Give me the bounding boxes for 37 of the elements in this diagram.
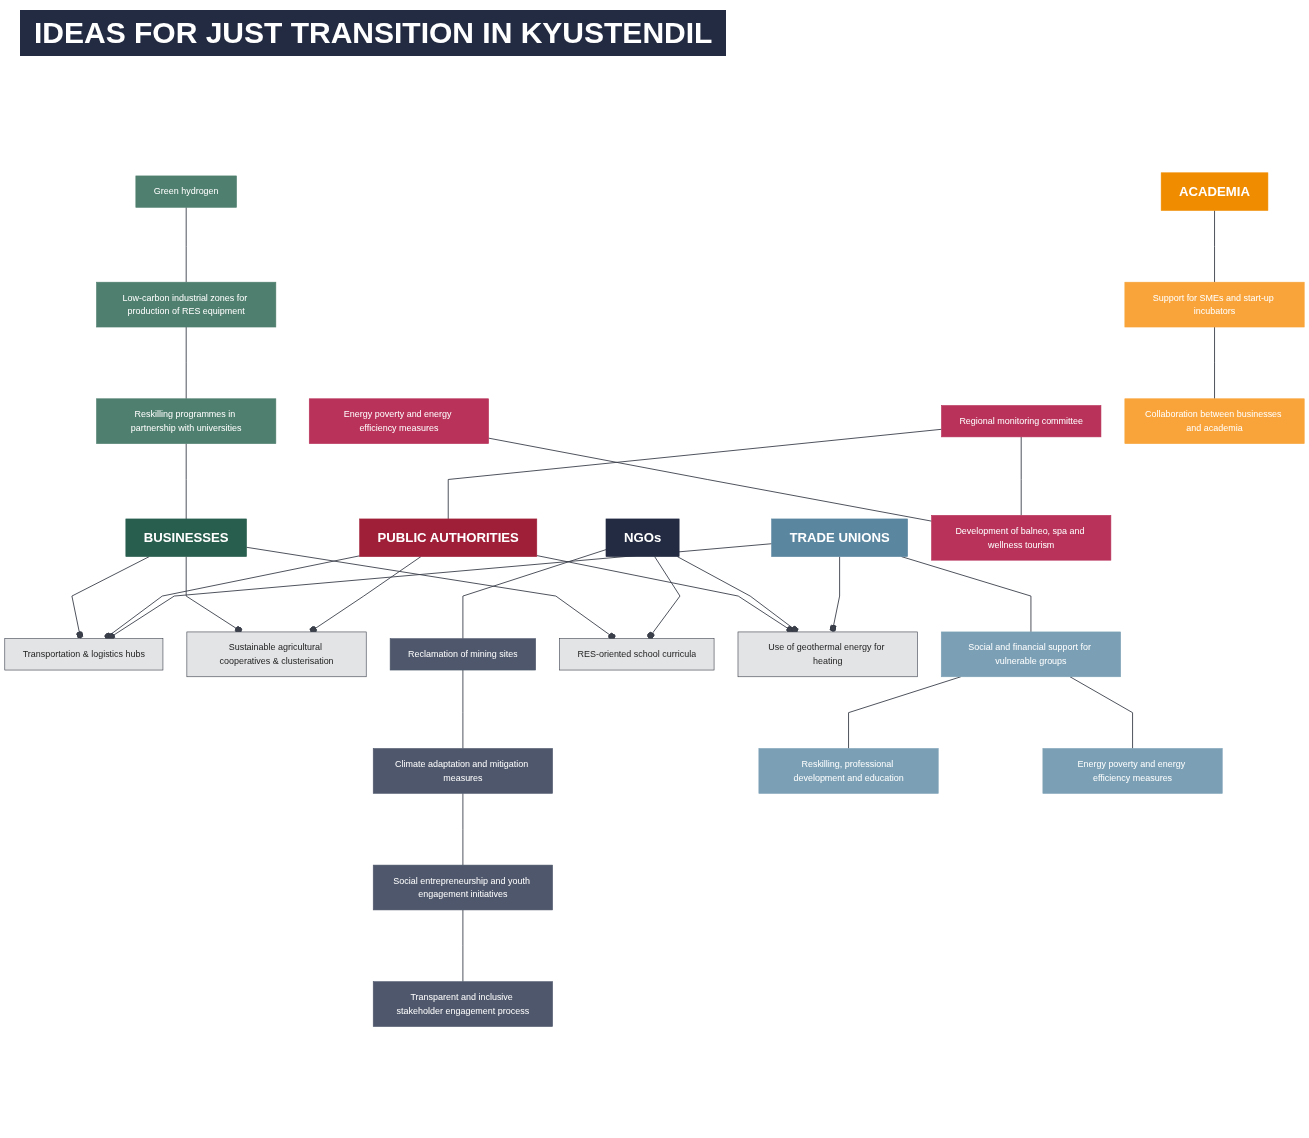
connector xyxy=(1214,326,1215,400)
connector xyxy=(462,793,464,866)
node-box: Regional monitoring committee xyxy=(941,405,1102,438)
node-box: Transparent and inclusive stakeholder engagement process xyxy=(372,981,553,1028)
node-box: RES-oriented school curricula xyxy=(559,638,715,671)
node-box: BUSINESSES xyxy=(125,519,247,558)
node-box: Transportation & logistics hubs xyxy=(4,638,164,671)
connector xyxy=(447,429,942,520)
node-box: TRADE UNIONS xyxy=(771,519,908,558)
node-box: Use of geothermal energy for heating xyxy=(737,632,918,678)
node-box: NGOs xyxy=(605,519,680,558)
connector xyxy=(462,669,464,750)
node-box: PUBLIC AUTHORITIES xyxy=(359,519,538,558)
node-box: Reskilling, professional development and education xyxy=(758,748,939,794)
node-box: Sustainable agricultural cooperatives & clusterisation xyxy=(186,632,367,678)
node-box: Support for SMEs and start-up incubators xyxy=(1124,282,1305,328)
node-box: Low-carbon industrial zones for production of RES equipment xyxy=(96,282,277,328)
connector xyxy=(488,438,932,522)
connector xyxy=(185,443,187,520)
node-box: Reskilling programmes in partnership with universities xyxy=(96,398,277,445)
connector xyxy=(185,326,187,400)
node-box: Energy poverty and energy efficiency measures xyxy=(1042,748,1223,794)
node-box: ACADEMIA xyxy=(1160,172,1269,212)
connector xyxy=(185,207,187,283)
node-box: Green hydrogen xyxy=(135,175,237,208)
node-box: Social entrepreneurship and youth engagement initiatives xyxy=(372,865,553,911)
connector xyxy=(462,909,464,983)
node-box: Collaboration between businesses and academia xyxy=(1124,398,1305,445)
node-box: Development of balneo, spa and wellness tourism xyxy=(931,515,1112,561)
node-box: Reclamation of mining sites xyxy=(389,638,536,671)
node-box: Energy poverty and energy efficiency measures xyxy=(308,398,489,445)
title: IDEAS FOR JUST TRANSITION IN KYUSTENDIL xyxy=(20,10,727,56)
node-box: Social and financial support for vulnerable groups xyxy=(940,632,1121,678)
node-box: Climate adaptation and mitigation measures xyxy=(372,748,553,794)
connector xyxy=(1020,436,1022,517)
connector xyxy=(462,549,607,640)
connector xyxy=(1214,210,1215,283)
